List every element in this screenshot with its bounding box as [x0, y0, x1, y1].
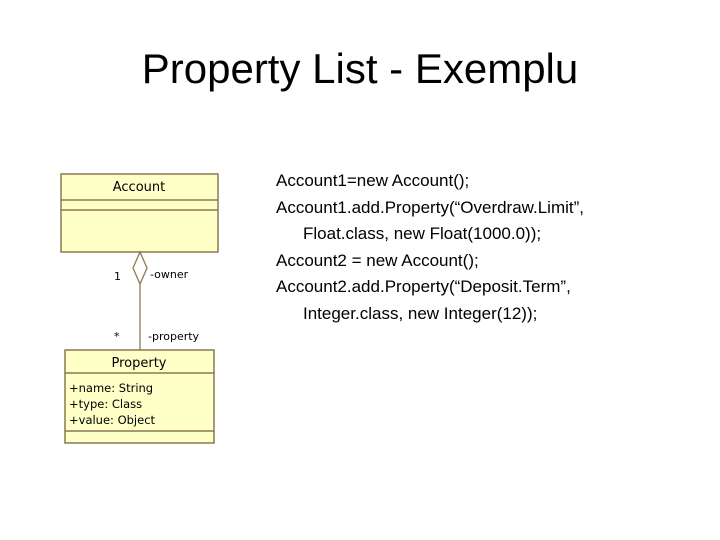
code-line: Account1.add.Property(“Overdraw.Limit”, — [276, 197, 585, 217]
code-example: Account1=new Account(); Account1.add.Pro… — [276, 168, 706, 327]
property-attribute: +type: Class — [69, 397, 142, 411]
property-attribute: +value: Object — [69, 413, 156, 427]
property-class: Property +name: String +type: Class +val… — [64, 349, 215, 444]
owner-association: 1 -owner * -property — [114, 250, 200, 350]
slide-title: Property List - Exemplu — [141, 45, 579, 92]
owner-role-label: -owner — [150, 268, 189, 281]
property-class-name: Property — [111, 356, 166, 371]
code-line: Float.class, new Float(1000.0)); — [303, 224, 542, 243]
code-line: Integer.class, new Integer(12)); — [303, 303, 538, 323]
code-line: Account1=new Account(); — [276, 171, 470, 190]
code-line: Account2.add.Property(“Deposit.Term”, — [276, 277, 571, 296]
aggregation-diamond-icon — [132, 250, 148, 286]
property-multiplicity: * — [114, 330, 120, 343]
property-attribute: +name: String — [69, 381, 153, 395]
account-class-name: Account — [113, 180, 166, 195]
account-class-box — [60, 173, 219, 253]
property-class-box — [64, 349, 215, 444]
account-class: Account — [60, 173, 219, 253]
property-role-label: -property — [148, 330, 200, 343]
owner-multiplicity: 1 — [114, 270, 121, 283]
code-line: Account2 = new Account(); — [276, 250, 479, 270]
